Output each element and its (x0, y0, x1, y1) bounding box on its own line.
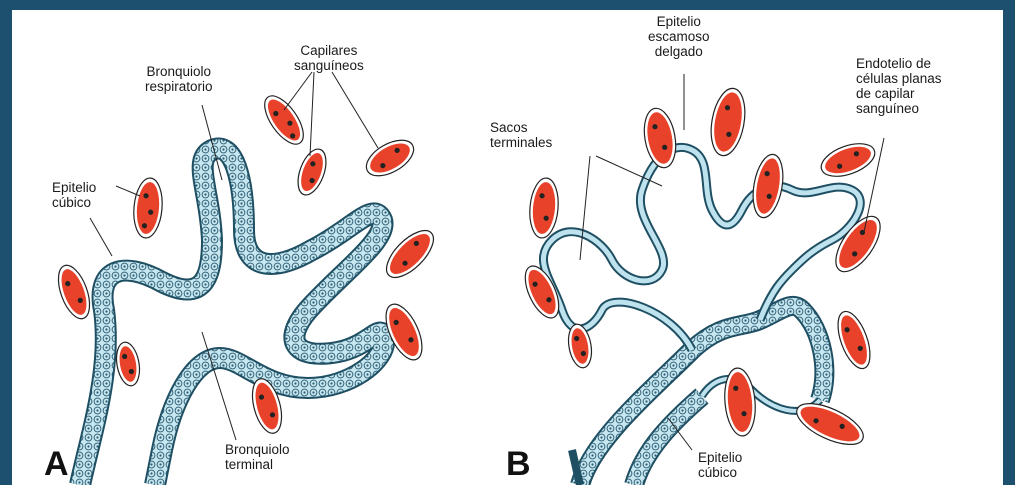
label-line: respiratorio (145, 79, 213, 94)
capillary (293, 145, 332, 198)
label-sacos-terminales: Sacos terminales (490, 120, 552, 150)
label-line: Epitelio (648, 14, 710, 29)
label-capilares-sanguineos: Capilares sanguíneos (294, 43, 364, 73)
label-bronquiolo-respiratorio: Bronquiolo respiratorio (145, 64, 213, 94)
label-line: cúbico (52, 195, 96, 210)
label-epitelio-cubico-a: Epitelio cúbico (52, 180, 96, 210)
bronchiole-epithelium-a (80, 148, 384, 485)
label-line: escamoso (648, 29, 710, 44)
capillary (749, 152, 788, 220)
panel-letter-b: B (506, 447, 531, 481)
capillary (791, 395, 869, 453)
capillary (113, 340, 142, 387)
label-line: terminales (490, 135, 552, 150)
label-line: terminal (225, 457, 290, 472)
capillary (257, 90, 310, 151)
label-line: Bronquiolo (145, 64, 213, 79)
label-line: Bronquiolo (225, 442, 290, 457)
label-line: Epitelio (52, 180, 96, 195)
label-line: células planas (856, 71, 942, 86)
capillary (817, 137, 879, 182)
capillary (640, 106, 680, 170)
label-line: sanguíneos (294, 58, 364, 73)
label-endotelio: Endotelio de células planas de capilar s… (856, 56, 942, 116)
capillary (832, 307, 877, 372)
label-line: Epitelio (698, 450, 742, 465)
label-line: de capilar (856, 86, 942, 101)
capillary (52, 261, 96, 323)
label-line: sanguíneo (856, 101, 942, 116)
label-line: Sacos (490, 120, 552, 135)
label-bronquiolo-terminal: Bronquiolo terminal (225, 442, 290, 472)
label-epitelio-cubico-b: Epitelio cúbico (698, 450, 742, 480)
label-line: cúbico (698, 465, 742, 480)
alveolar-sacs-epithelium-b (543, 147, 860, 485)
capillary (131, 177, 164, 239)
capillary (527, 177, 560, 239)
panel-letter-a: A (44, 447, 69, 481)
capillary (706, 86, 749, 159)
label-line: delgado (648, 44, 710, 59)
capillary (360, 133, 419, 183)
label-line: Capilares (294, 43, 364, 58)
label-line: Endotelio de (856, 56, 942, 71)
label-epitelio-escamoso: Epitelio escamoso delgado (648, 14, 710, 59)
diagram-panel: Capilares sanguíneos Bronquiolo respirat… (12, 10, 1003, 485)
capillary (722, 367, 758, 437)
